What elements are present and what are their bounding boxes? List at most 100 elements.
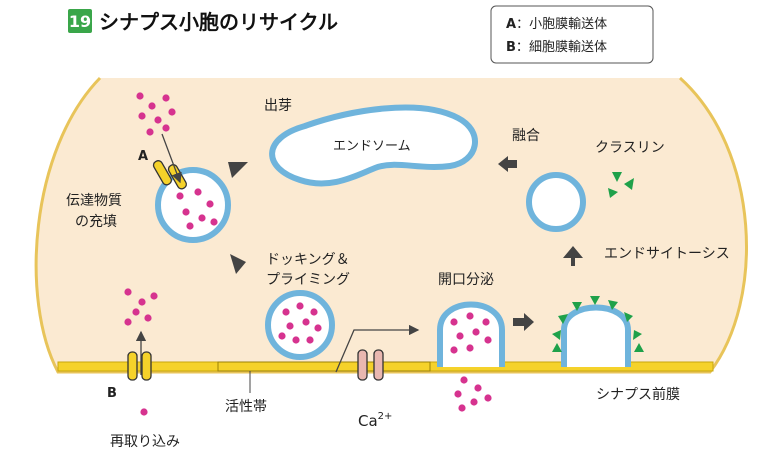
legend-text-b: 細胞膜輸送体 — [529, 40, 607, 55]
exocytosis-label: 開口分泌 — [438, 272, 494, 288]
neurotransmitter-dot — [314, 324, 322, 332]
neurotransmitter-dot — [176, 192, 184, 200]
neurotransmitter-dot — [136, 92, 144, 100]
neurotransmitter-dot — [182, 208, 190, 216]
exo-to-endo-arrow — [513, 313, 534, 331]
clathrin-triangle — [608, 300, 618, 310]
transporter-b — [127, 351, 152, 381]
neurotransmitter-dot — [466, 344, 474, 352]
neurotransmitter-dot — [150, 292, 158, 300]
calcium-influx-arrow — [335, 324, 420, 373]
neurotransmitter-dot — [466, 312, 474, 320]
clathrin-free — [608, 172, 634, 198]
legend-key-b: B — [506, 40, 516, 55]
bud-label: 出芽 — [264, 98, 292, 114]
neurotransmitter-dot — [210, 218, 218, 226]
neurotransmitter-dot — [162, 94, 170, 102]
neurotransmitter-dot — [286, 322, 294, 330]
transporter-b-bar — [141, 351, 152, 381]
marker-b-label: B — [107, 386, 117, 401]
neurotransmitter-dot — [460, 376, 468, 384]
neurotransmitter-dot — [282, 308, 290, 316]
calcium-sup: 2+ — [378, 411, 393, 422]
neurotransmitter-dot — [450, 346, 458, 354]
neurotransmitter-dot — [124, 318, 132, 326]
calcium-channel-bar — [373, 349, 384, 381]
calcium-channel — [357, 349, 384, 381]
clathrin-triangle — [624, 178, 634, 190]
neurotransmitter-dot — [484, 394, 492, 402]
clathrin-triangle — [612, 172, 622, 182]
neurotransmitter-dot — [148, 102, 156, 110]
neurotransmitter-dot — [198, 214, 206, 222]
transporter-a-bar — [152, 160, 173, 186]
clathrin-triangle — [552, 330, 561, 340]
clathrin-triangle — [558, 314, 568, 324]
presynaptic-membrane-label: シナプス前膜 — [596, 386, 680, 403]
neurotransmitter-dot — [458, 404, 466, 412]
marker-a-label: A — [138, 149, 148, 164]
recycled-vesicle — [526, 172, 586, 232]
clathrin-coat — [552, 296, 644, 352]
neurotransmitter-dot — [302, 318, 310, 326]
neurotransmitter-dot — [474, 384, 482, 392]
active-zone-label: 活性帯 — [225, 399, 267, 415]
title-group: 19 シナプス小胞のリサイクル — [68, 9, 338, 34]
title-number: 19 — [69, 12, 91, 31]
neurotransmitter-dot — [144, 314, 152, 322]
neurotransmitter-dot — [206, 200, 214, 208]
fill-to-dock-arrow — [230, 254, 246, 274]
endocytosis-label: エンドサイトーシス — [604, 246, 730, 262]
clathrin-triangle — [552, 343, 562, 352]
active-zone-bar — [217, 361, 431, 372]
neurotransmitter-dot — [482, 318, 490, 326]
neurotransmitter-dot — [296, 302, 304, 310]
calcium-channel-bar — [357, 349, 368, 381]
bud-arrow — [228, 162, 248, 178]
clathrin-triangle — [624, 312, 633, 322]
neurotransmitter-dot — [456, 332, 464, 340]
neurotransmitter-dot — [470, 398, 478, 406]
clathrin-triangle — [572, 302, 582, 311]
neurotransmitter-dot — [310, 308, 318, 316]
legend-sep-a: ： — [516, 17, 529, 32]
neurotransmitter-dot — [306, 336, 314, 344]
neurotransmitter-dot — [194, 188, 202, 196]
neurotransmitter-dot — [484, 336, 492, 344]
flow-lines — [135, 133, 420, 375]
neurotransmitter-dot — [138, 298, 146, 306]
presynaptic-terminal — [36, 78, 747, 372]
clathrin-triangle — [590, 296, 600, 305]
docking-label-2: プライミング — [266, 272, 350, 288]
title-badge — [68, 9, 92, 33]
neurotransmitter-dot — [138, 112, 146, 120]
neurotransmitter-dot — [168, 108, 176, 116]
reuptake-label: 再取り込み — [110, 434, 180, 450]
endosome-label: エンドソーム — [333, 139, 411, 154]
fusion-label: 融合 — [512, 128, 540, 144]
docked-vesicle — [265, 290, 335, 360]
legend-frame — [490, 5, 654, 64]
legend-item-b: B：細胞膜輸送体 — [506, 40, 607, 55]
neurotransmitter-dot — [278, 332, 286, 340]
legend-item-a: A：小胞膜輸送体 — [506, 17, 607, 32]
clathrin-triangle — [608, 188, 618, 198]
terminal-outline — [34, 76, 748, 374]
endocytic-pit — [561, 304, 631, 367]
title-text: シナプス小胞のリサイクル — [99, 10, 338, 34]
legend-box: A：小胞膜輸送体 B：細胞膜輸送体 — [490, 5, 654, 64]
transporter-b-bar — [127, 351, 138, 381]
clathrin-triangle — [633, 330, 642, 340]
neurotransmitter-dot — [472, 328, 480, 336]
calcium-label: Ca2+ — [358, 411, 392, 430]
endocytosis-arrow — [563, 246, 583, 266]
fusion-arrow — [498, 156, 517, 172]
neurotransmitter-dot — [454, 390, 462, 398]
neurotransmitter-dot — [154, 116, 162, 124]
clathrin-triangle — [634, 343, 644, 352]
process-arrows — [228, 156, 583, 331]
neurotransmitter-dot — [124, 288, 132, 296]
neurotransmitter-dot — [186, 222, 194, 230]
endosome — [269, 104, 478, 187]
